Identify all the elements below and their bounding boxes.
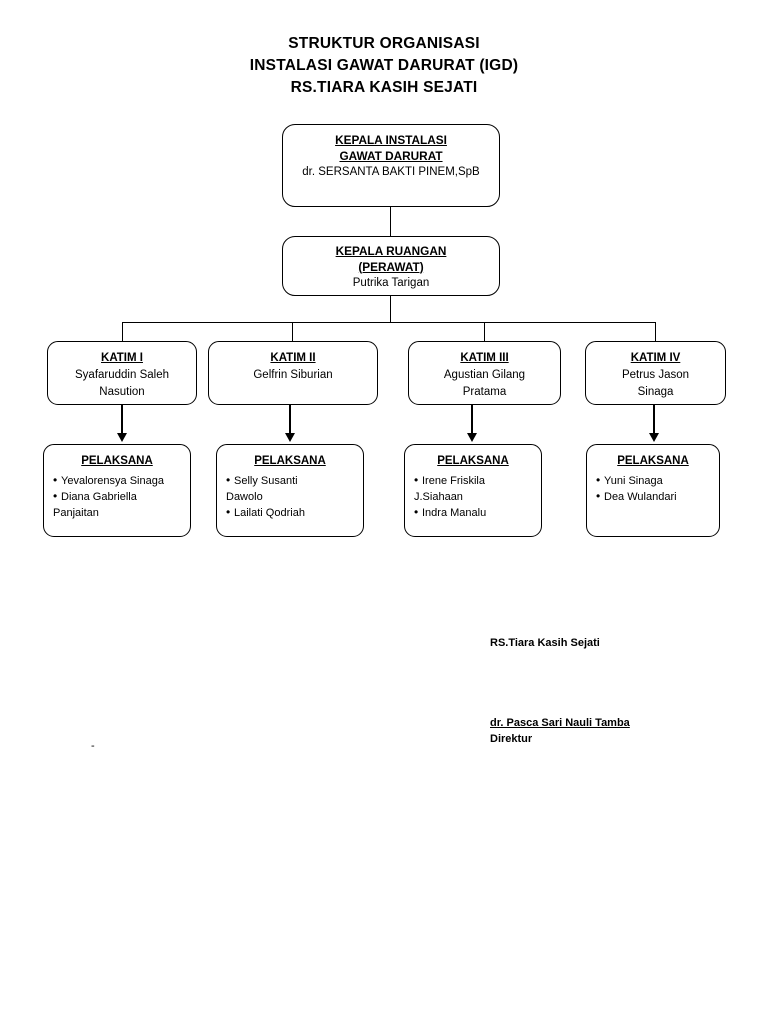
- node-katim-4: KATIM IV Petrus Jason Sinaga: [585, 341, 726, 405]
- node-person-name: dr. SERSANTA BAKTI PINEM,SpB: [302, 166, 480, 178]
- staff-name-line-1: Indra Manalu: [422, 506, 487, 519]
- title-line-2: INSTALASI GAWAT DARURAT (IGD): [249, 57, 519, 74]
- connector-horizontal-bus: [122, 322, 656, 324]
- staff-name-line-1: Yuni Sinaga: [604, 474, 663, 487]
- page-title: STRUKTUR ORGANISASI INSTALASI GAWAT DARU…: [0, 33, 768, 99]
- node-header-line-1: KEPALA RUANGAN: [335, 244, 447, 258]
- footer-hospital-name: RS.Tiara Kasih Sejati: [490, 637, 600, 649]
- arrow-katim-4-to-pelaksana-4: [653, 405, 655, 435]
- footer-director-title: Direktur: [490, 733, 533, 745]
- katim-name-line-2: Nasution: [99, 385, 145, 398]
- list-item: Dea Wulandari: [596, 488, 719, 505]
- katim-header: KATIM II: [270, 352, 316, 364]
- list-item: Irene Friskila J.Siahaan: [414, 472, 541, 505]
- staff-name-line-1: Selly Susanti: [234, 474, 298, 487]
- pelaksana-header: PELAKSANA: [81, 455, 153, 467]
- connector-second-drop: [390, 296, 392, 323]
- staff-name-line-1: Lailati Qodriah: [234, 506, 305, 519]
- list-item: Indra Manalu: [414, 504, 541, 521]
- list-item: Diana Gabriella Panjaitan: [53, 488, 190, 521]
- list-item: Yuni Sinaga: [596, 472, 719, 489]
- footer-director-name: dr. Pasca Sari Nauli Tamba: [490, 717, 630, 729]
- node-pelaksana-2: PELAKSANA Selly Susanti Dawolo Lailati Q…: [216, 444, 364, 537]
- node-header-line-2: GAWAT DARURAT: [339, 148, 443, 163]
- staff-name-line-2: Dawolo: [226, 490, 263, 503]
- pelaksana-staff-list: Selly Susanti Dawolo Lailati Qodriah: [217, 472, 363, 521]
- pelaksana-staff-list: Yevalorensya Sinaga Diana Gabriella Panj…: [44, 472, 190, 521]
- pelaksana-staff-list: Irene Friskila J.Siahaan Indra Manalu: [405, 472, 541, 521]
- arrowhead-katim-3: [467, 433, 477, 442]
- list-item: Lailati Qodriah: [226, 504, 363, 521]
- katim-name-line-2: Sinaga: [637, 385, 674, 398]
- connector-bus-to-katim-1: [122, 322, 124, 341]
- title-line-1: STRUKTUR ORGANISASI: [288, 35, 480, 52]
- katim-header: KATIM IV: [630, 352, 681, 364]
- staff-name-line-1: Irene Friskila: [422, 474, 485, 487]
- connector-bus-to-katim-2: [292, 322, 294, 341]
- stray-dash-mark: -: [91, 740, 95, 752]
- katim-name-line-2: Pratama: [462, 385, 507, 398]
- pelaksana-header: PELAKSANA: [437, 455, 509, 467]
- node-pelaksana-3: PELAKSANA Irene Friskila J.Siahaan Indra…: [404, 444, 542, 537]
- staff-name-line-2: J.Siahaan: [414, 490, 463, 503]
- connector-bus-to-katim-3: [484, 322, 486, 341]
- staff-name-line-1: Diana Gabriella: [61, 490, 137, 503]
- staff-name-line-2: Panjaitan: [53, 506, 99, 519]
- node-header-line-2: (PERAWAT): [358, 259, 424, 274]
- connector-bus-to-katim-4: [655, 322, 657, 341]
- katim-name-line-1: Agustian Gilang: [443, 368, 526, 381]
- title-line-3: RS.TIARA KASIH SEJATI: [290, 79, 478, 96]
- arrowhead-katim-2: [285, 433, 295, 442]
- node-header-line-1: KEPALA INSTALASI: [335, 133, 447, 147]
- katim-name-line-1: Petrus Jason: [621, 368, 690, 381]
- node-pelaksana-1: PELAKSANA Yevalorensya Sinaga Diana Gabr…: [43, 444, 191, 537]
- staff-name-line-1: Dea Wulandari: [604, 490, 677, 503]
- node-katim-1: KATIM I Syafaruddin Saleh Nasution: [47, 341, 197, 405]
- arrow-katim-3-to-pelaksana-3: [471, 405, 473, 435]
- katim-name-line-1: Syafaruddin Saleh: [75, 368, 169, 381]
- arrow-katim-1-to-pelaksana-1: [121, 405, 123, 435]
- katim-name-line-1: Gelfrin Siburian: [253, 368, 333, 381]
- node-kepala-instalasi: KEPALA INSTALASI GAWAT DARURAT dr. SERSA…: [282, 124, 500, 207]
- node-katim-2: KATIM II Gelfrin Siburian: [208, 341, 378, 405]
- node-katim-3: KATIM III Agustian Gilang Pratama: [408, 341, 561, 405]
- katim-header: KATIM III: [460, 352, 509, 364]
- katim-header: KATIM I: [101, 352, 143, 364]
- connector-root-to-second: [390, 207, 392, 236]
- arrowhead-katim-1: [117, 433, 127, 442]
- node-pelaksana-4: PELAKSANA Yuni Sinaga Dea Wulandari: [586, 444, 720, 537]
- arrowhead-katim-4: [649, 433, 659, 442]
- node-person-name: Putrika Tarigan: [352, 277, 430, 289]
- node-kepala-ruangan: KEPALA RUANGAN (PERAWAT) Putrika Tarigan: [282, 236, 500, 296]
- pelaksana-header: PELAKSANA: [254, 455, 326, 467]
- pelaksana-header: PELAKSANA: [617, 455, 689, 467]
- list-item: Yevalorensya Sinaga: [53, 472, 190, 489]
- list-item: Selly Susanti Dawolo: [226, 472, 363, 505]
- pelaksana-staff-list: Yuni Sinaga Dea Wulandari: [587, 472, 719, 505]
- arrow-katim-2-to-pelaksana-2: [289, 405, 291, 435]
- staff-name-line-1: Yevalorensya Sinaga: [61, 474, 164, 487]
